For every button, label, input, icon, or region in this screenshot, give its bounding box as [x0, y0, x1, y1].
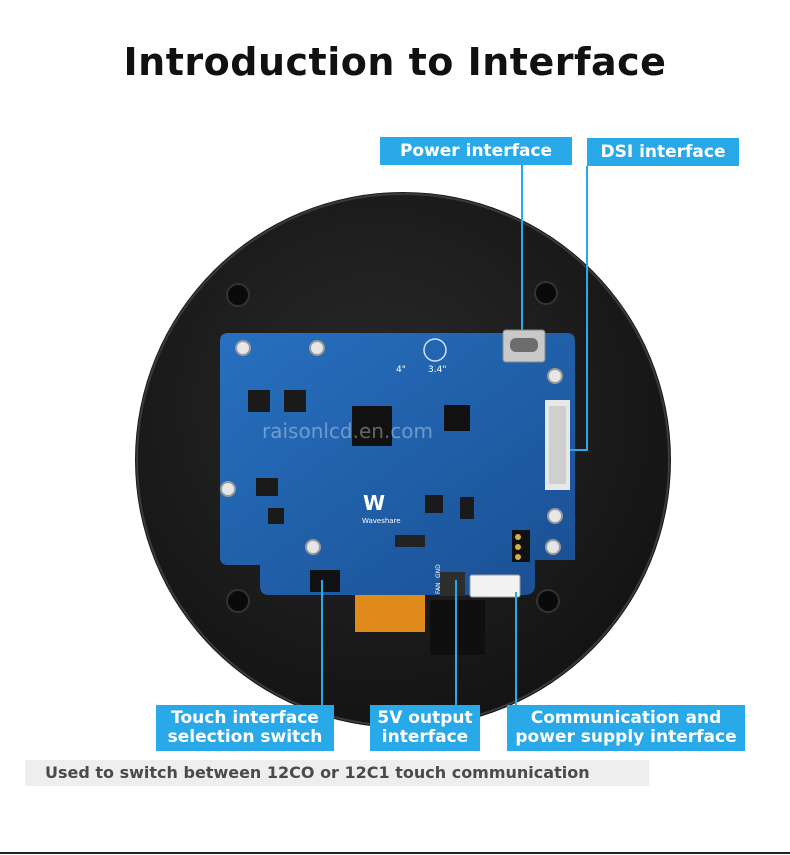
bottom-divider — [0, 852, 790, 854]
callout-lines — [321, 165, 588, 705]
size-label-large: 4" — [396, 365, 406, 375]
dsi-interface-label: DSI interface — [587, 138, 739, 166]
brand-logo-mark: W — [363, 491, 385, 515]
pin-label-fan: FAN — [435, 583, 442, 595]
comm-power-label-line1: Communication and — [530, 708, 722, 728]
board-screw-holes — [220, 340, 563, 555]
brand-name: Waveshare — [362, 517, 401, 525]
touch-switch-label-line2: selection switch — [167, 727, 323, 747]
pin-label-gnd: GND — [435, 564, 442, 578]
touch-switch-note: Used to switch between 12CO or 12C1 touc… — [25, 760, 649, 786]
touch-switch-label-line1: Touch interface — [171, 708, 319, 728]
watermark: raisonlcd.en.com — [262, 419, 433, 443]
power-interface-label: Power interface — [380, 137, 572, 165]
board-components — [248, 329, 570, 598]
touch-switch-label: Touch interface selection switch — [156, 705, 334, 751]
5v-output-label: 5V output interface — [370, 705, 480, 751]
driver-board — [220, 333, 575, 595]
ribbon-cable — [355, 590, 425, 632]
comm-power-label-line2: power supply interface — [515, 727, 737, 747]
comm-power-label: Communication and power supply interface — [507, 705, 745, 751]
page-title: Introduction to Interface — [123, 40, 667, 84]
case-screw-holes — [226, 281, 560, 613]
5v-output-label-line2: interface — [381, 727, 469, 747]
5v-output-label-line1: 5V output — [377, 708, 473, 728]
size-label-small: 3.4" — [428, 365, 446, 375]
